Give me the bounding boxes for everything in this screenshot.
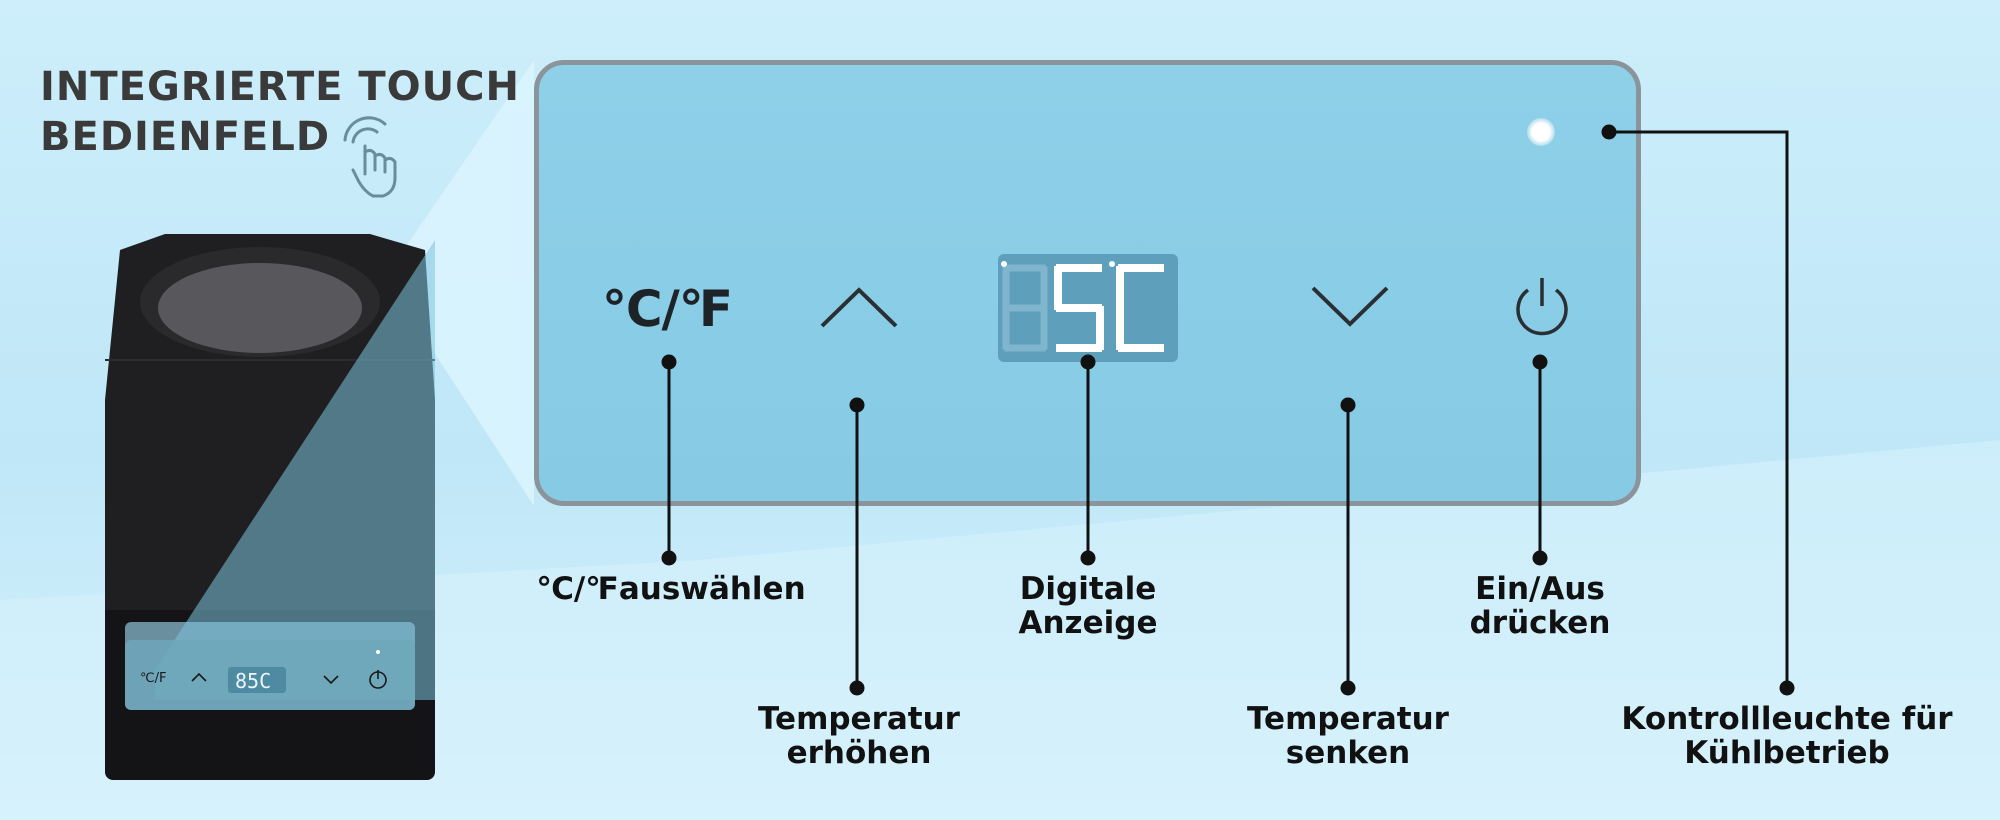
- mini-display: 85C: [235, 669, 271, 693]
- callout-power-line1: Ein/Aus: [1475, 571, 1605, 607]
- callout-temp-down-line1: Temperatur: [1247, 701, 1449, 737]
- callout-temp-up: Temperatur erhöhen: [739, 702, 979, 770]
- heading-line-1: INTEGRIERTE TOUCH: [40, 64, 520, 110]
- callout-display-line2: Anzeige: [1018, 605, 1158, 641]
- heading-line-2: BEDIENFELD: [40, 114, 331, 160]
- callout-unit-select: ℃/℉auswählen: [536, 572, 806, 606]
- callout-indicator: Kontrollleuchte für Kühlbetrieb: [1607, 702, 1967, 770]
- fridge-device: ℃/F 85C: [105, 234, 435, 780]
- chevron-down-icon[interactable]: [1309, 282, 1391, 332]
- chevron-up-icon[interactable]: [818, 282, 900, 332]
- power-icon[interactable]: [1512, 270, 1572, 336]
- callout-unit-select-text: ℃/℉auswählen: [536, 571, 806, 607]
- hand-touch-icon: [343, 116, 397, 198]
- callout-display-line1: Digitale: [1019, 571, 1157, 607]
- callout-indicator-line2: Kühlbetrieb: [1684, 735, 1890, 771]
- callout-temp-up-line2: erhöhen: [786, 735, 932, 771]
- callout-temp-down: Temperatur senken: [1228, 702, 1468, 770]
- display-digits: [1001, 261, 1164, 352]
- cooling-indicator-light: [1527, 118, 1555, 146]
- callout-power-line2: drücken: [1469, 605, 1611, 641]
- callout-temp-up-line1: Temperatur: [758, 701, 960, 737]
- callout-display: Digitale Anzeige: [968, 572, 1208, 640]
- callout-power: Ein/Aus drücken: [1420, 572, 1660, 640]
- unit-toggle-button[interactable]: ℃/℉: [602, 280, 733, 338]
- callout-temp-down-line2: senken: [1285, 735, 1411, 771]
- mini-unit-label: ℃/F: [140, 671, 166, 686]
- callout-indicator-line1: Kontrollleuchte für: [1621, 701, 1953, 737]
- heading: INTEGRIERTE TOUCH BEDIENFELD: [40, 62, 560, 162]
